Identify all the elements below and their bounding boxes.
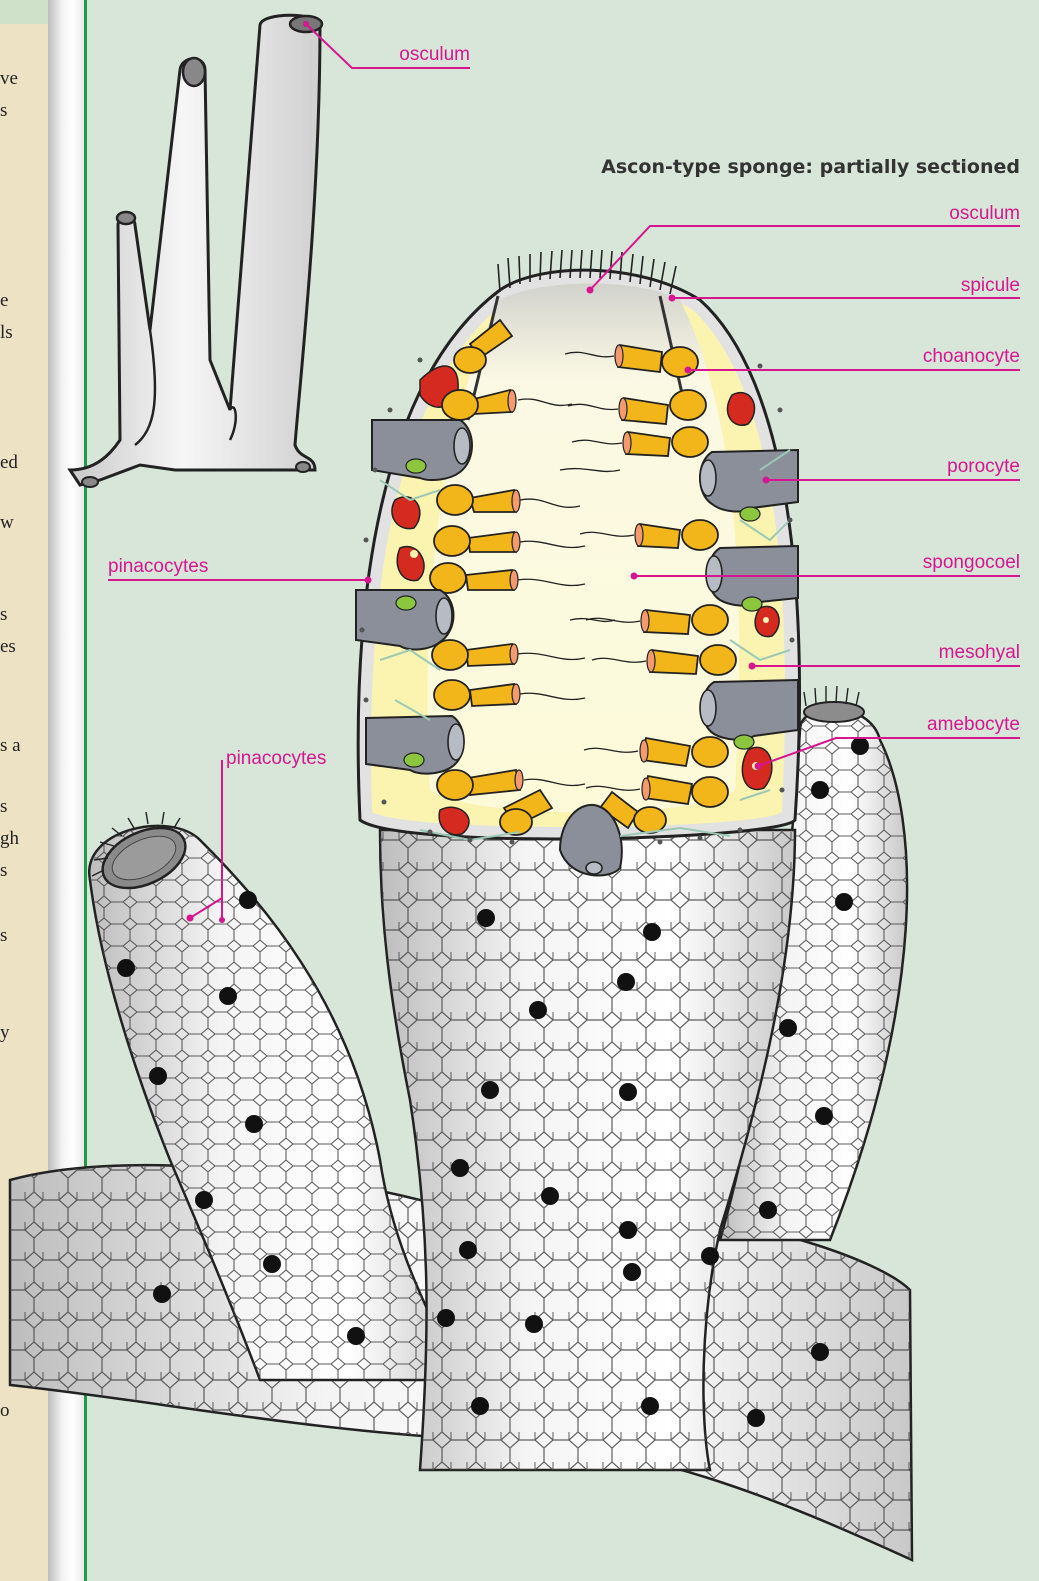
label-choanocyte: choanocyte (923, 346, 1020, 367)
small-sponge-illustration (70, 15, 322, 487)
label-amebocyte: amebocyte (927, 714, 1020, 735)
label-osculum-small: osculum (399, 44, 470, 65)
right-tube-osculum (804, 702, 864, 722)
label-pinacocytes-left: pinacocytes (108, 556, 208, 577)
label-spongocoel: spongocoel (923, 552, 1020, 573)
label-mesohyal: mesohyal (939, 642, 1020, 663)
label-porocyte: porocyte (947, 456, 1020, 477)
label-osculum: osculum (949, 203, 1020, 224)
label-spicule: spicule (961, 275, 1020, 296)
diagram-title: Ascon-type sponge: partially sectioned (601, 156, 1020, 178)
label-pinacocytes-bottom: pinacocytes (226, 748, 326, 769)
